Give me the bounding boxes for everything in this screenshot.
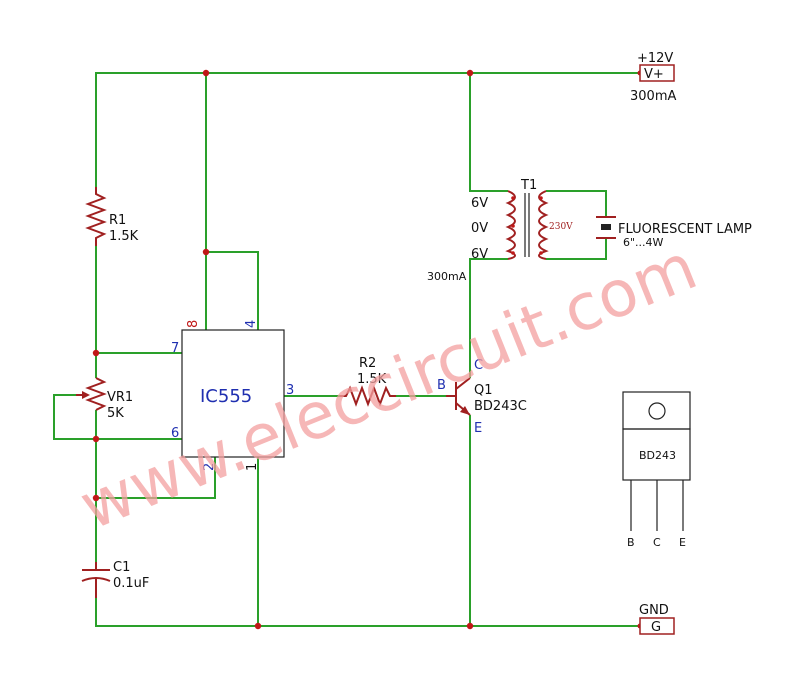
- package-lead-e: E: [679, 536, 686, 549]
- power-port: V+ +12V 300mA: [630, 51, 676, 104]
- q1-ref: Q1: [474, 383, 493, 398]
- c1-value: 0.1uF: [113, 576, 149, 591]
- r1-ref: R1: [109, 213, 126, 228]
- pin7-label: 7: [171, 341, 179, 356]
- t1-tap-mid: 0V: [471, 221, 488, 236]
- vr1-value: 5K: [107, 406, 124, 421]
- ground-label: GND: [639, 603, 669, 618]
- t1-ref: T1: [520, 178, 537, 193]
- ground-port-label: G: [651, 620, 661, 635]
- package-lead-b: B: [627, 536, 635, 549]
- r2-value: 1.5K: [357, 372, 387, 387]
- resistor-r2: R2 1.5K: [340, 356, 396, 407]
- pin1-label: 1: [245, 463, 260, 471]
- supply-current-label: 300mA: [630, 89, 676, 104]
- lamp-label: FLUORESCENT LAMP: [618, 222, 752, 237]
- supply-port-label: V+: [644, 67, 664, 82]
- r1-value: 1.5K: [109, 229, 139, 244]
- r2-ref: R2: [359, 356, 376, 371]
- junctions: [92, 69, 643, 630]
- transformer-t1: T1 6V 0V 6V 230V 300mA: [427, 178, 573, 283]
- t1-tap-top: 6V: [471, 196, 488, 211]
- pin3-label: 3: [286, 383, 294, 398]
- pin2-label: 2: [202, 463, 217, 471]
- t1-secondary: 230V: [549, 222, 573, 232]
- package-lead-c: C: [653, 536, 661, 549]
- bd243-package: BD243 B C E: [622, 391, 691, 549]
- resistor-r1: R1 1.5K: [85, 187, 139, 246]
- pin6-label: 6: [171, 426, 179, 441]
- q1-part: BD243C: [474, 399, 527, 414]
- capacitor-c1: C1 0.1uF: [81, 560, 149, 598]
- ic-name: IC555: [200, 386, 252, 407]
- ic555: IC555 8 4 7 6 3 2 1: [171, 320, 294, 471]
- q1-base-label: B: [437, 378, 446, 393]
- ground-port: G GND: [639, 603, 675, 635]
- c1-ref: C1: [113, 560, 130, 575]
- pin4-label: 4: [244, 320, 259, 328]
- fluorescent-lamp: FLUORESCENT LAMP 6"...4W: [596, 216, 752, 249]
- vr1-ref: VR1: [107, 390, 133, 405]
- potentiometer-vr1: VR1 5K: [76, 377, 133, 421]
- t1-current: 300mA: [427, 270, 467, 283]
- pin8-label: 8: [186, 320, 201, 328]
- q1-collector-label: C: [474, 358, 483, 373]
- lamp-rating: 6"...4W: [623, 236, 664, 249]
- supply-voltage-label: +12V: [637, 51, 673, 66]
- transistor-q1: B C E Q1 BD243C: [437, 358, 527, 436]
- wires: [53, 72, 640, 627]
- t1-tap-bot: 6V: [471, 247, 488, 262]
- q1-emitter-label: E: [474, 421, 482, 436]
- package-part: BD243: [639, 449, 676, 462]
- watermark: www.eleccircuit.com: [70, 230, 707, 545]
